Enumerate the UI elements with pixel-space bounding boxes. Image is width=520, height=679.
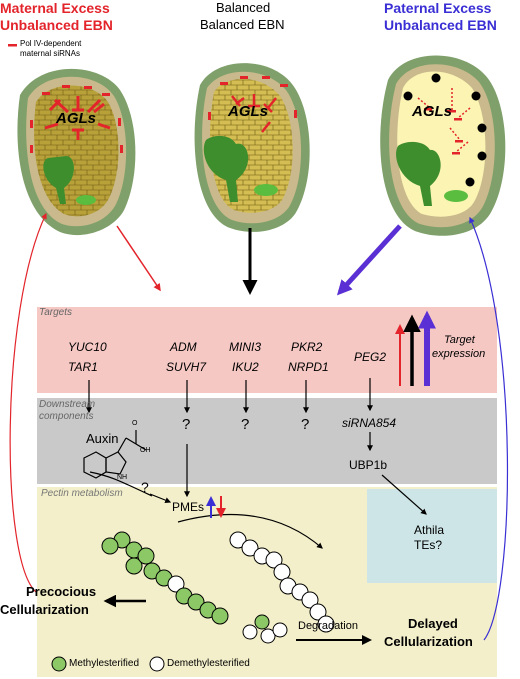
paternal-feedback-curve [469,216,509,641]
delayed-line2: Cellularization [384,634,473,649]
legend-methyl-circle [51,656,67,672]
gene-suvh7: SUVH7 [166,360,207,374]
precocious-line2: Cellularization [0,602,89,617]
legend-sirna-dash [8,44,17,47]
maternal-feedback-curve [9,212,47,593]
seed-maternal [17,68,136,236]
pectin-chain-demethylesterified [229,531,335,633]
auxin-o-label: O [132,420,138,427]
sirna-legend-text: Pol IV-dependent maternal siRNAs [20,39,82,58]
unknown-auxin: ? [141,479,149,495]
header-balanced-line1: Balanced [216,0,271,15]
agls-label-paternal: AGLs [412,103,453,120]
unknown-nrpd1: ? [301,416,310,433]
gene-peg2: PEG2 [354,350,387,364]
athila-box [367,489,497,583]
band-title-downstream-1: Downstream [39,399,96,410]
header-paternal-line1: Paternal Excess [384,0,492,16]
gene-pkr2: PKR2 [291,340,323,354]
pectin-chain-methylesterified [101,531,229,625]
target-expression-line1: Target [444,334,475,346]
auxin-nh-label: NH [117,474,128,481]
auxin-molecule [83,430,153,497]
seed-balanced [194,63,310,232]
athila-line1: Athila [414,523,445,537]
maternal-to-targets-arrow [116,225,161,292]
band-title-downstream-2: components [39,411,94,422]
gene-nrpd1: NRPD1 [288,360,329,374]
gene-tar1: TAR1 [68,360,98,374]
band-title-targets: Targets [39,307,72,318]
legend-demethyl-circle [149,656,165,672]
auxin-oh-label: OH [140,447,151,454]
sirna854-label: siRNA854 [342,416,397,430]
athila-line2: TEs? [414,538,443,552]
delayed-line1: Delayed [408,616,458,631]
target-expression-line2: expression [432,348,486,360]
auxin-label: Auxin [86,431,119,446]
pectin-fragments [242,614,288,644]
degradation-label: Degradation [298,620,358,632]
pmes-label: PMEs [172,500,205,514]
legend-methyl-label: Methylesterified [69,658,140,669]
header-paternal-line2: Unbalanced EBN [384,17,497,33]
unknown-suvh7: ? [182,416,191,433]
legend-demethyl-label: Demethylesterified [167,658,250,669]
paternal-to-targets-arrow [336,224,402,296]
header-balanced-line2: Balanced EBN [200,17,285,32]
gene-iku2: IKU2 [232,360,259,374]
downstream-band [37,398,497,484]
agls-label-balanced: AGLs [228,103,269,120]
ubp1b-label: UBP1b [349,458,388,472]
agls-label-maternal: AGLs [56,110,97,127]
gene-adm: ADM [170,340,197,354]
unknown-iku2: ? [241,416,250,433]
gene-mini3: MINI3 [229,340,262,354]
band-title-pectin: Pectin metabolism [41,488,123,499]
seed-paternal [380,55,506,236]
header-maternal-line2: Unbalanced EBN [0,17,113,33]
gene-yuc10: YUC10 [68,340,107,354]
precocious-line1: Precocious [26,584,97,599]
header-maternal-line1: Maternal Excess [0,0,110,16]
